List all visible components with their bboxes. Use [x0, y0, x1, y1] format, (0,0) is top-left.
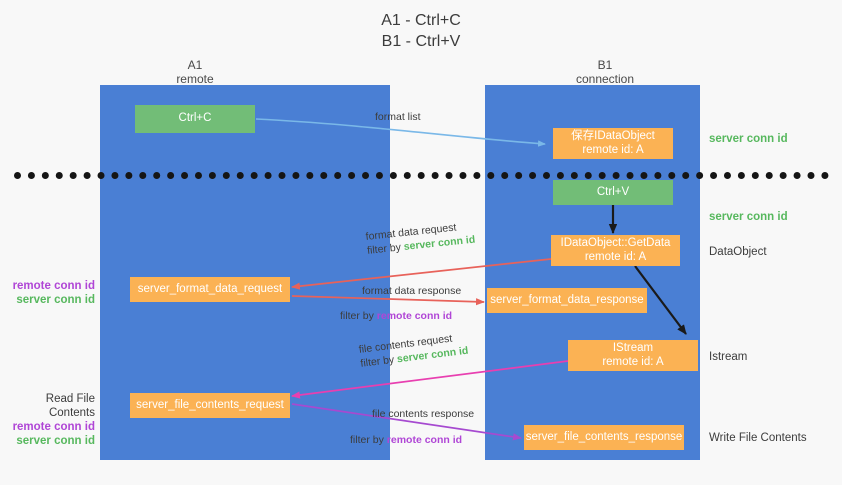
edge-label-format-list: format list [375, 111, 421, 123]
node-idataobject-getdata-line2: remote id: A [584, 250, 647, 263]
annotation-write-file-contents: Write File Contents [709, 432, 807, 444]
node-save-idataobject[interactable]: 保存IDataObject remote id: A [553, 128, 673, 159]
node-idataobject-getdata-line1: IDataObject::GetData [560, 237, 671, 249]
filter-prefix: filter by [366, 241, 405, 257]
lane-header-b1-name: B1 [597, 58, 613, 72]
node-ctrl-c[interactable]: Ctrl+C [135, 105, 255, 133]
annotation-server-conn-id-bottom: server conn id [16, 435, 95, 447]
filter-value: remote conn id [376, 310, 453, 322]
annotation-remote-conn-id-bottom: remote conn id [12, 421, 95, 433]
lane-header-a1-sub: remote [176, 72, 214, 86]
annotation-remote-conn-id-mid: remote conn id [12, 280, 95, 292]
node-save-idataobject-line1: 保存IDataObject [571, 130, 655, 142]
edge-label-format-data-response: format data response filter by remote co… [340, 284, 462, 323]
lane-header-a1-name: A1 [187, 58, 203, 72]
node-istream[interactable]: IStream remote id: A [568, 340, 698, 371]
filter-prefix: filter by [340, 310, 377, 322]
filter-prefix: filter by [350, 434, 387, 446]
annotation-group-bottom-left: Read File Contents remote conn id server… [4, 392, 95, 448]
node-idataobject-getdata[interactable]: IDataObject::GetData remote id: A [551, 235, 680, 266]
node-ctrl-v-label: Ctrl+V [596, 185, 630, 198]
annotation-istream: Istream [709, 351, 748, 363]
filter-value: remote conn id [386, 434, 463, 446]
lane-header-a1: A1 remote [135, 58, 255, 86]
node-server-format-data-response-label: server_format_data_response [490, 293, 644, 306]
node-server-format-data-request[interactable]: server_format_data_request [130, 277, 290, 302]
node-server-file-contents-request-label: server_file_contents_request [136, 398, 284, 411]
filter-prefix: filter by [359, 353, 398, 370]
node-server-file-contents-response[interactable]: server_file_contents_response [524, 425, 684, 450]
node-server-format-data-response[interactable]: server_format_data_response [487, 288, 647, 313]
lane-header-b1: B1 connection [540, 58, 670, 86]
node-ctrl-c-label: Ctrl+C [178, 112, 212, 125]
edge-label-format-data-response-filter: filter by remote conn id [340, 309, 461, 323]
phase-divider [14, 172, 829, 179]
page-title-line1: A1 - Ctrl+C [381, 12, 461, 29]
annotation-server-conn-id-mid: server conn id [709, 211, 788, 223]
lane-header-b1-sub: connection [575, 72, 635, 86]
node-istream-line1: IStream [612, 342, 654, 354]
edge-label-file-contents-response: file contents response filter by remote … [350, 407, 475, 447]
annotation-group-mid-left: remote conn id server conn id [10, 279, 95, 307]
annotation-server-conn-id-top: server conn id [709, 133, 788, 145]
edge-label-file-contents-response-filter: filter by remote conn id [350, 433, 474, 447]
node-server-file-contents-request[interactable]: server_file_contents_request [130, 393, 290, 418]
page-title: A1 - Ctrl+C B1 - Ctrl+V [0, 10, 842, 52]
node-server-file-contents-response-label: server_file_contents_response [525, 430, 683, 443]
page-title-line2: B1 - Ctrl+V [381, 33, 461, 50]
edge-label-file-contents-response-title: file contents response [372, 408, 475, 420]
annotation-server-conn-id-left-mid: server conn id [16, 294, 95, 306]
annotation-read-file-contents: Read File Contents [45, 393, 95, 419]
annotation-dataobject: DataObject [709, 246, 767, 258]
edge-label-format-data-response-title: format data response [362, 285, 462, 297]
node-save-idataobject-line2: remote id: A [582, 143, 644, 156]
node-ctrl-v[interactable]: Ctrl+V [553, 180, 673, 205]
node-istream-line2: remote id: A [602, 355, 664, 368]
node-server-format-data-request-label: server_format_data_request [137, 282, 283, 295]
